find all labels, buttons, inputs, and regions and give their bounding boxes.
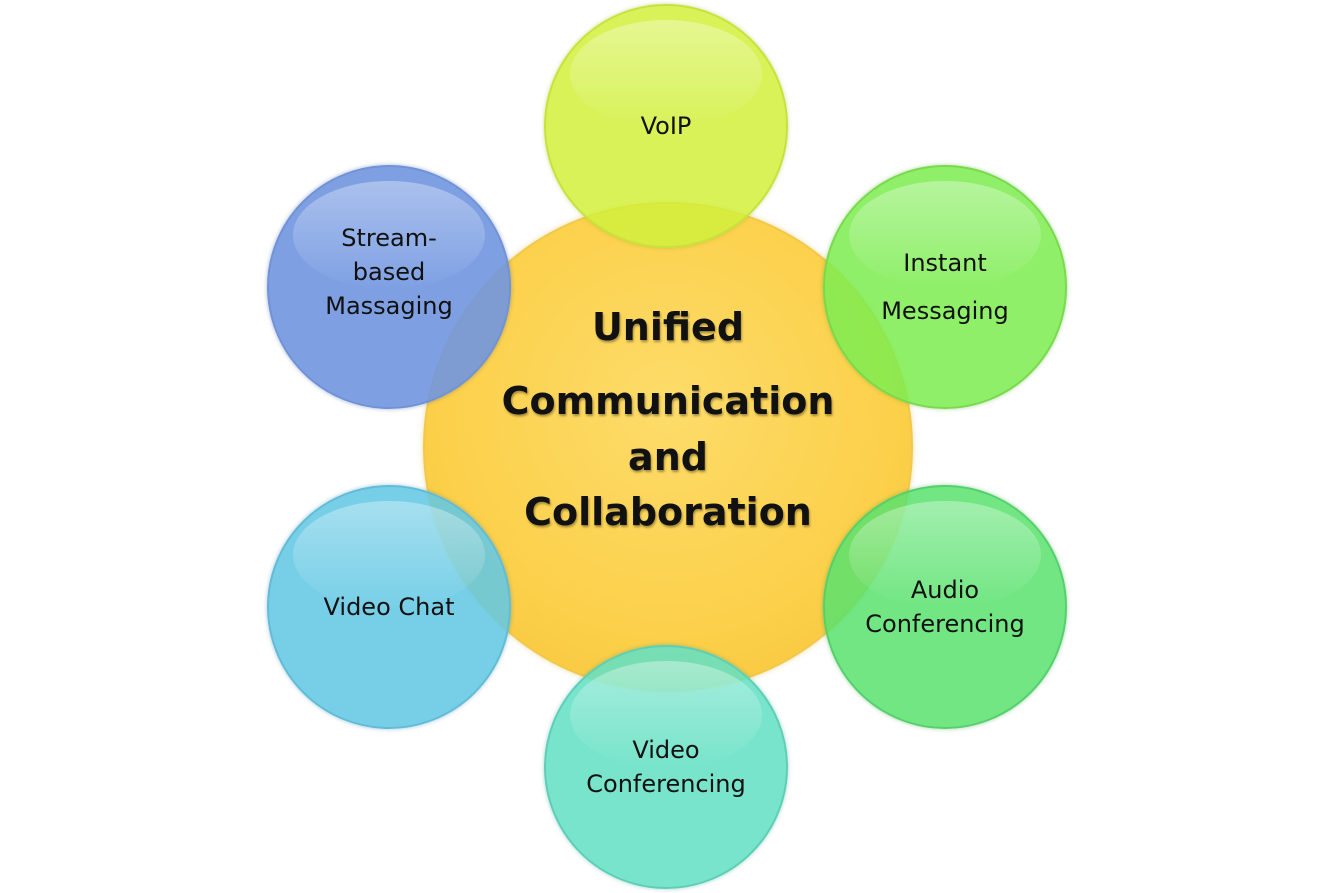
stream-based-massaging-circle: Stream- based Massaging [267,165,511,409]
stream-based-massaging-label-line-1: Stream- [341,224,437,252]
audio-conferencing-label-line-2: Conferencing [865,610,1025,638]
video-chat-label-line-1: Video Chat [323,593,455,621]
video-chat-circle: Video Chat [267,485,511,729]
voip-label-line-1: VoIP [640,112,692,140]
video-conferencing-label-line-2: Conferencing [586,770,746,798]
voip-circle: VoIP [544,4,788,248]
audio-conferencing-label-line-1: Audio [910,576,980,604]
video-conferencing-circle: Video Conferencing [544,645,788,889]
stream-based-massaging-label-line-2: based [352,258,426,286]
center-title-line-1: Unified [591,305,745,349]
instant-messaging-label-line-1: Instant [903,249,987,277]
video-conferencing-label-line-1: Video [632,736,700,764]
instant-messaging-label-line-2: Messaging [881,297,1009,325]
audio-conferencing-circle: Audio Conferencing [823,485,1067,729]
stream-based-massaging-label-line-3: Massaging [325,292,453,320]
instant-messaging-circle: Instant Messaging [823,165,1067,409]
center-title-line-4: Collaboration [524,490,812,534]
center-title-line-2: Communication [501,379,835,423]
